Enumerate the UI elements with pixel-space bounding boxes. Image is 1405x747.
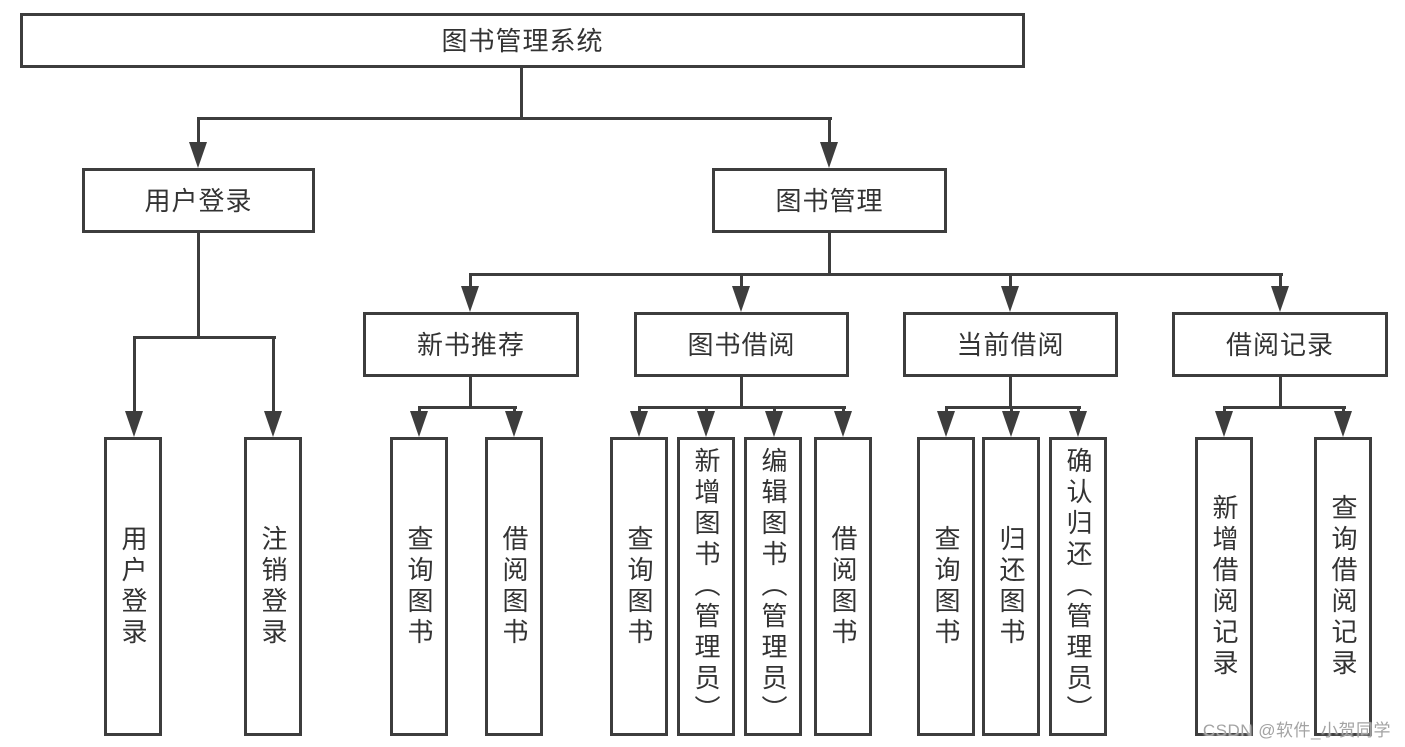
leaf-label: 注销登录 — [258, 524, 288, 649]
connector-current-borrowing-stem — [1009, 377, 1012, 406]
leaf-query-books-recommend: 查询图书 — [390, 437, 448, 736]
leaf-label: 借阅图书 — [499, 524, 529, 649]
connector-stub — [638, 406, 641, 412]
leaf-confirm-return-admin: 确认归还（管理员） — [1049, 437, 1107, 736]
leaf-label: 新增借阅记录 — [1209, 493, 1239, 680]
leaf-label: 用户登录 — [118, 524, 148, 649]
connector-stub — [1342, 406, 1345, 412]
arrowhead-leaf-return-books — [1002, 411, 1020, 437]
arrowhead-leaf-borrow-books-recommend — [505, 411, 523, 437]
arrowhead-leaf-confirm-return — [1069, 411, 1087, 437]
leaf-user-login: 用户登录 — [104, 437, 162, 736]
arrowhead-leaf-query-books-current — [937, 411, 955, 437]
connector-stub — [945, 406, 948, 412]
connector-borrowing-records-stem — [1279, 377, 1282, 406]
connector-root-crossbar — [197, 117, 832, 120]
connector-stub — [842, 406, 845, 412]
connector-drop-new-book-recommend — [469, 273, 472, 286]
node-book-borrowing: 图书借阅 — [634, 312, 849, 377]
leaf-query-books-borrowing: 查询图书 — [610, 437, 668, 736]
leaf-label: 查询图书 — [404, 524, 434, 649]
connector-new-book-crossbar — [418, 406, 517, 409]
leaf-query-books-current: 查询图书 — [917, 437, 975, 736]
node-user-login: 用户登录 — [82, 168, 315, 233]
leaf-label: 查询借阅记录 — [1328, 493, 1358, 680]
arrowhead-leaf-logout — [264, 411, 282, 437]
leaf-add-books-admin: 新增图书（管理员） — [677, 437, 735, 736]
arrowhead-new-book-recommend — [461, 286, 479, 312]
connector-drop-leaf-logout — [272, 336, 275, 411]
node-new-book-recommend: 新书推荐 — [363, 312, 579, 377]
arrowhead-leaf-add-borrow-record — [1215, 411, 1233, 437]
connector-user-login-stem — [197, 233, 200, 336]
node-borrowing-records: 借阅记录 — [1172, 312, 1388, 377]
connector-drop-borrowing-records — [1279, 273, 1282, 286]
connector-book-management-crossbar — [469, 273, 1283, 276]
leaf-label: 归还图书 — [996, 524, 1026, 649]
arrowhead-leaf-add-books-admin — [697, 411, 715, 437]
arrowhead-leaf-query-books-borrowing — [630, 411, 648, 437]
leaf-label: 借阅图书 — [828, 524, 858, 649]
connector-drop-leaf-user-login — [133, 336, 136, 411]
node-book-management: 图书管理 — [712, 168, 947, 233]
connector-book-management-stem — [828, 233, 831, 273]
csdn-watermark: CSDN @软件_小贺同学 — [1202, 721, 1391, 740]
connector-book-borrowing-stem — [740, 377, 743, 406]
connector-stub — [1223, 406, 1226, 412]
leaf-return-books: 归还图书 — [982, 437, 1040, 736]
leaf-label: 查询图书 — [624, 524, 654, 649]
connector-new-book-stem — [469, 377, 472, 406]
node-current-borrowing: 当前借阅 — [903, 312, 1118, 377]
leaf-label: 新增图书（管理员） — [691, 447, 721, 726]
leaf-add-borrow-record: 新增借阅记录 — [1195, 437, 1253, 736]
connector-user-login-crossbar — [133, 336, 276, 339]
arrowhead-borrowing-records — [1271, 286, 1289, 312]
connector-stub — [705, 406, 708, 412]
arrowhead-current-borrowing — [1001, 286, 1019, 312]
arrowhead-leaf-user-login — [125, 411, 143, 437]
leaf-query-borrow-record: 查询借阅记录 — [1314, 437, 1372, 736]
arrowhead-leaf-query-books-recommend — [410, 411, 428, 437]
connector-stub — [513, 406, 516, 412]
arrowhead-user-login — [189, 142, 207, 168]
connector-stub — [1077, 406, 1080, 412]
connector-stub — [773, 406, 776, 412]
connector-current-borrowing-crossbar — [945, 406, 1081, 409]
leaf-label: 查询图书 — [931, 524, 961, 649]
leaf-borrow-books-recommend: 借阅图书 — [485, 437, 543, 736]
connector-stub — [418, 406, 421, 412]
connector-book-borrowing-crossbar — [638, 406, 846, 409]
leaf-logout: 注销登录 — [244, 437, 302, 736]
connector-drop-current-borrowing — [1009, 273, 1012, 286]
connector-root-stem — [520, 68, 523, 117]
leaf-borrow-books-borrowing: 借阅图书 — [814, 437, 872, 736]
connector-stub — [1010, 406, 1013, 412]
node-library-management-system: 图书管理系统 — [20, 13, 1025, 68]
leaf-label: 编辑图书（管理员） — [758, 447, 788, 726]
arrowhead-leaf-edit-books-admin — [765, 411, 783, 437]
connector-borrowing-records-crossbar — [1223, 406, 1346, 409]
arrowhead-book-borrowing — [732, 286, 750, 312]
arrowhead-leaf-query-borrow-record — [1334, 411, 1352, 437]
leaf-edit-books-admin: 编辑图书（管理员） — [744, 437, 802, 736]
connector-drop-user-login — [197, 117, 200, 142]
arrowhead-leaf-borrow-books-borrowing — [834, 411, 852, 437]
leaf-label: 确认归还（管理员） — [1063, 447, 1093, 726]
arrowhead-book-management — [820, 142, 838, 168]
connector-drop-book-borrowing — [740, 273, 743, 286]
connector-drop-book-management — [828, 117, 831, 142]
